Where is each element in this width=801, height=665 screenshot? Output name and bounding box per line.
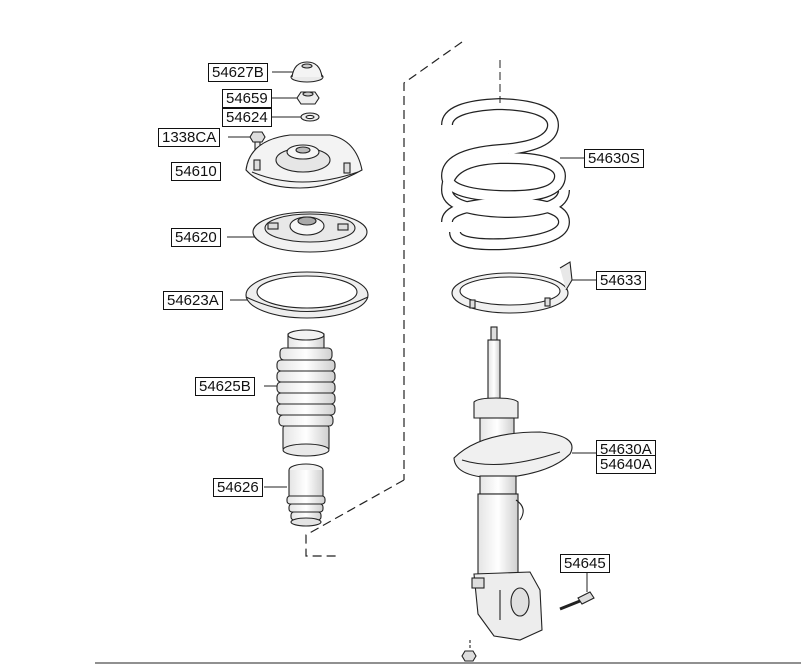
washer-part bbox=[300, 112, 320, 122]
part-label-54659: 54659 bbox=[222, 89, 272, 108]
part-label-54623a: 54623A bbox=[163, 291, 223, 310]
part-label-54627b: 54627B bbox=[208, 63, 268, 82]
part-label-54630a: 54630A bbox=[596, 440, 656, 459]
bearing-ring-part bbox=[245, 271, 369, 319]
upper-spring-seat-part bbox=[252, 211, 368, 253]
part-label-54620: 54620 bbox=[171, 228, 221, 247]
lower-nut-part bbox=[461, 640, 477, 662]
strut-assembly-part bbox=[453, 326, 573, 641]
part-label-1338ca: 1338CA bbox=[158, 128, 221, 147]
coil-spring-part bbox=[440, 60, 571, 251]
part-label-54625b: 54625B bbox=[195, 377, 255, 396]
dust-boot-part bbox=[276, 329, 336, 457]
lower-spring-pad-part bbox=[451, 261, 573, 314]
mounting-bolt-part bbox=[559, 591, 595, 611]
bump-stopper-part bbox=[286, 463, 326, 527]
part-label-54640a: 54640A bbox=[596, 455, 656, 474]
part-label-54624: 54624 bbox=[222, 108, 272, 127]
part-label-54630s: 54630S bbox=[584, 149, 644, 168]
part-label-54633: 54633 bbox=[596, 271, 646, 290]
nut-part bbox=[296, 91, 320, 105]
dust-cap-part bbox=[290, 61, 324, 83]
part-label-54645: 54645 bbox=[560, 554, 610, 573]
part-label-54626: 54626 bbox=[213, 478, 263, 497]
strut-mount-insulator-part bbox=[245, 134, 363, 189]
assembly-boundary-dashed-line bbox=[305, 41, 463, 557]
part-label-54610: 54610 bbox=[171, 162, 221, 181]
